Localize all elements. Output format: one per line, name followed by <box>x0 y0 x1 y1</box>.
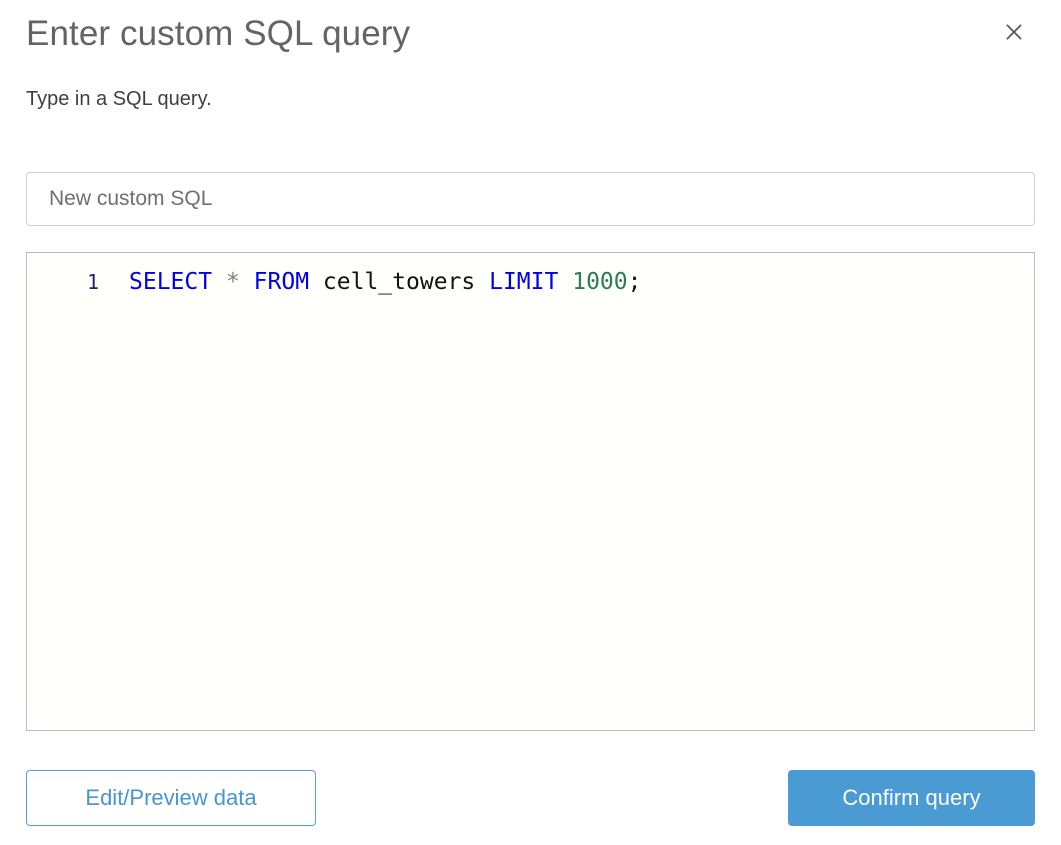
sql-space <box>240 269 254 295</box>
page-title: Enter custom SQL query <box>26 14 411 53</box>
sql-space <box>475 269 489 295</box>
close-icon <box>1005 23 1023 41</box>
edit-preview-data-button[interactable]: Edit/Preview data <box>26 770 316 826</box>
sql-token-select: SELECT <box>129 269 213 295</box>
editor-line: 1 SELECT * FROM cell_towers LIMIT 1000; <box>27 265 1034 299</box>
sql-token-star: * <box>225 269 240 295</box>
sql-token-semicolon: ; <box>627 269 642 295</box>
close-button[interactable] <box>998 16 1030 48</box>
confirm-query-button[interactable]: Confirm query <box>788 770 1035 826</box>
sql-token-from: FROM <box>253 269 310 295</box>
sql-editor[interactable]: 1 SELECT * FROM cell_towers LIMIT 1000; <box>26 252 1035 731</box>
sql-code-line[interactable]: SELECT * FROM cell_towers LIMIT 1000; <box>99 265 1034 299</box>
sql-token-limit: LIMIT <box>489 269 559 295</box>
sql-space <box>558 269 572 295</box>
sql-token-table: cell_towers <box>322 269 476 295</box>
sql-token-limit-value: 1000 <box>572 269 628 295</box>
sql-space <box>309 269 323 295</box>
dialog-subtitle: Type in a SQL query. <box>26 88 212 110</box>
query-name-input[interactable] <box>26 172 1035 226</box>
line-number: 1 <box>86 270 99 294</box>
sql-space <box>212 269 226 295</box>
